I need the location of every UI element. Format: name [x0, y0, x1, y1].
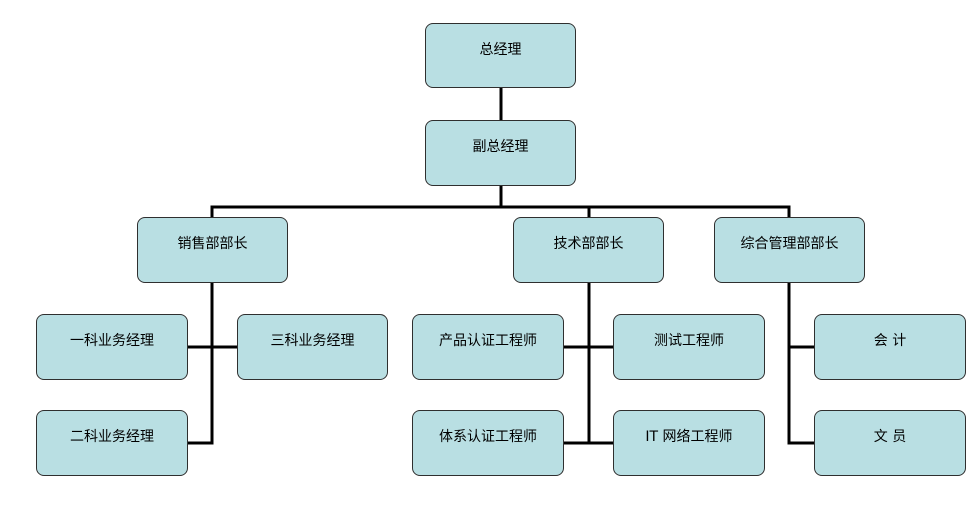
- node-deputy-general-manager: 副总经理: [425, 120, 576, 186]
- node-system-cert-engineer: 体系认证工程师: [412, 410, 564, 476]
- node-sales-team-2-manager: 二科业务经理: [36, 410, 188, 476]
- node-it-network-engineer: IT 网络工程师: [613, 410, 765, 476]
- node-product-cert-engineer: 产品认证工程师: [412, 314, 564, 380]
- node-tech-director: 技术部部长: [513, 217, 664, 283]
- node-clerk: 文 员: [814, 410, 966, 476]
- node-sales-team-3-manager: 三科业务经理: [237, 314, 388, 380]
- node-accountant: 会 计: [814, 314, 966, 380]
- node-sales-team-1-manager: 一科业务经理: [36, 314, 188, 380]
- node-admin-director: 综合管理部部长: [714, 217, 865, 283]
- node-general-manager: 总经理: [425, 23, 576, 88]
- node-sales-director: 销售部部长: [137, 217, 288, 283]
- node-testing-engineer: 测试工程师: [613, 314, 765, 380]
